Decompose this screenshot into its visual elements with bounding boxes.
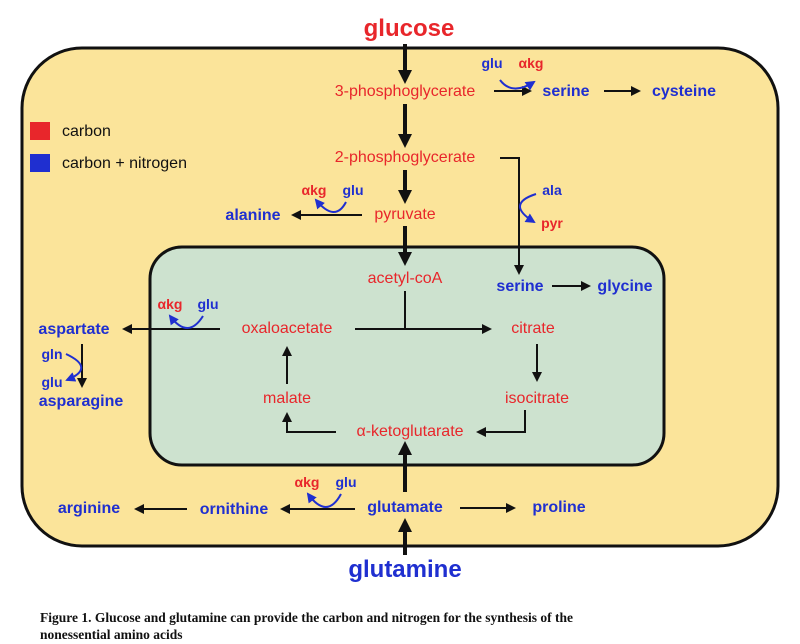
curve-ala-pyr [519, 193, 537, 224]
cofactor-akg-aspartate: αkg [158, 296, 183, 312]
cofactor-akg-alanine: αkg [302, 182, 327, 198]
arrow-akg-malate [282, 412, 336, 433]
cofactor-glu-alanine: glu [343, 182, 364, 198]
amino-acid-arginine: arginine [58, 500, 120, 517]
curve-akg-glu-aspartate [168, 314, 204, 329]
cofactor-glu-aspartate: glu [198, 296, 219, 312]
caption-line-2: nonessential amino acids [40, 627, 183, 642]
cofactor-glu-serine: glu [482, 55, 503, 71]
metabolite-pyruvate: pyruvate [374, 206, 435, 223]
metabolite-alpha-ketoglutarate: α-ketoglutarate [356, 423, 463, 440]
metabolite-malate: malate [263, 390, 311, 407]
amino-acid-alanine: alanine [225, 207, 280, 224]
amino-acid-aspartate: aspartate [38, 321, 109, 338]
legend-carbon-label: carbon [62, 123, 111, 140]
curve-glu-akg-serine [499, 79, 536, 91]
metabolite-acetyl-coa: acetyl-coA [368, 270, 443, 287]
curve-akg-glu-alanine [314, 198, 347, 213]
amino-acid-ornithine: ornithine [200, 501, 269, 518]
metabolite-citrate: citrate [511, 320, 555, 337]
cofactor-glu-ornithine: glu [336, 474, 357, 490]
amino-acid-serine-cytosol: serine [542, 83, 589, 100]
curve-gln-glu [65, 353, 83, 382]
metabolite-3-phosphoglycerate: 3-phosphoglycerate [335, 83, 476, 100]
metabolite-isocitrate: isocitrate [505, 390, 569, 407]
cofactor-pyr: pyr [541, 215, 563, 231]
glucose-label: glucose [364, 15, 455, 42]
cofactor-akg-ornithine: αkg [295, 474, 320, 490]
metabolic-diagram: carbon carbon + nitrogen glucose glutami… [20, 15, 780, 583]
figure-caption: Figure 1. Glucose and glutamine can prov… [40, 609, 780, 643]
amino-acid-cysteine: cysteine [652, 83, 716, 100]
glutamine-label: glutamine [348, 556, 461, 583]
metabolite-oxaloacetate: oxaloacetate [242, 320, 333, 337]
cofactor-akg-serine: αkg [519, 55, 544, 71]
cofactor-glu-asparagine: glu [42, 374, 63, 390]
legend-carbon-nitrogen-label: carbon + nitrogen [62, 155, 187, 172]
arrow-isocitrate-akg [476, 410, 526, 437]
amino-acid-glycine: glycine [597, 278, 652, 295]
amino-acid-glutamate: glutamate [367, 499, 443, 516]
cofactor-gln: gln [42, 346, 63, 362]
arrow-2pg-serine-mito [500, 157, 524, 275]
caption-line-1: Figure 1. Glucose and glutamine can prov… [40, 610, 574, 625]
legend-carbon-swatch [30, 122, 50, 140]
metabolite-2-phosphoglycerate: 2-phosphoglycerate [335, 149, 476, 166]
amino-acid-asparagine: asparagine [39, 393, 124, 410]
curve-akg-glu-ornithine [306, 492, 342, 508]
legend-carbon-nitrogen-swatch [30, 154, 50, 172]
cofactor-ala: ala [542, 182, 562, 198]
amino-acid-proline: proline [532, 499, 585, 516]
amino-acid-serine-mitochondria: serine [496, 278, 543, 295]
